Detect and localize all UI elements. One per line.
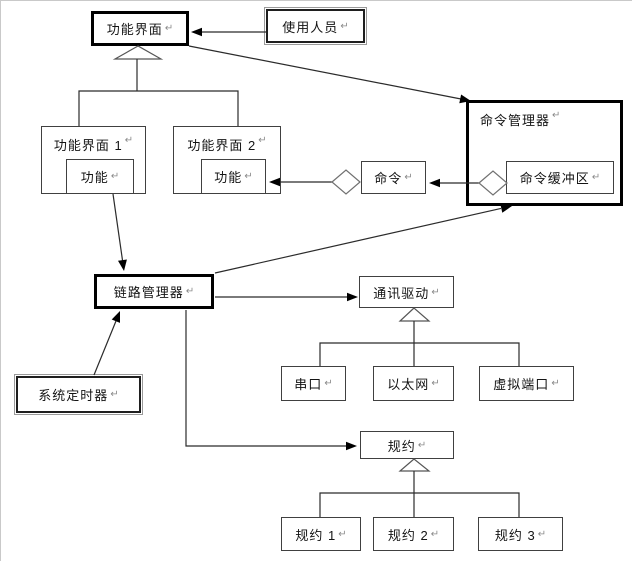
- node-link-manager: 链路管理器↵: [94, 274, 214, 309]
- node-label: 命令: [374, 171, 403, 186]
- node-label: 使用人员: [282, 19, 339, 35]
- return-mark-icon: ↵: [552, 110, 561, 121]
- return-mark-icon: ↵: [164, 23, 174, 34]
- node-label: 规约 1: [295, 527, 337, 543]
- node-protocol-2: 规约 2↵: [373, 517, 454, 551]
- arrowhead-icon: [111, 311, 120, 323]
- node-label: 功能: [80, 170, 109, 185]
- node-label: 功能界面 1: [53, 138, 123, 153]
- node-label: 规约 2: [387, 527, 429, 543]
- edge-link-manager-to-command-manager: [214, 204, 512, 274]
- node-protocol: 规约↵: [360, 431, 454, 459]
- node-serial-port: 串口↵: [281, 366, 346, 401]
- generalization-triangle-icon: [112, 45, 164, 60]
- edge-protocol-generalization: [319, 458, 520, 517]
- node-func-interface: 功能界面↵: [91, 11, 189, 46]
- node-label: 规约 3: [494, 527, 536, 543]
- return-mark-icon: ↵: [338, 528, 347, 540]
- edge-user-to-func-interface: [191, 27, 266, 37]
- node-ethernet: 以太网↵: [373, 366, 454, 401]
- return-mark-icon: ↵: [110, 171, 120, 182]
- node-protocol-3: 规约 3↵: [478, 517, 563, 551]
- return-mark-icon: ↵: [324, 378, 333, 389]
- node-label: 以太网: [387, 377, 430, 392]
- arrowhead-icon: [118, 259, 127, 271]
- node-label: 命令管理器: [480, 113, 551, 128]
- return-mark-icon: ↵: [124, 135, 134, 146]
- return-mark-icon: ↵: [430, 528, 440, 540]
- return-mark-icon: ↵: [244, 171, 253, 182]
- node-label: 功能界面: [106, 22, 163, 37]
- generalization-triangle-icon: [398, 458, 431, 472]
- return-mark-icon: ↵: [340, 20, 349, 32]
- edge-comm-driver-generalization: [319, 307, 520, 366]
- return-mark-icon: ↵: [404, 172, 413, 183]
- arrowhead-icon: [347, 292, 358, 302]
- return-mark-icon: ↵: [551, 378, 560, 389]
- node-func-2: 功能↵: [201, 159, 266, 194]
- node-func-1: 功能↵: [66, 159, 134, 194]
- return-mark-icon: ↵: [417, 439, 427, 451]
- return-mark-icon: ↵: [258, 135, 267, 146]
- arrowhead-icon: [191, 27, 202, 37]
- return-mark-icon: ↵: [431, 378, 440, 389]
- node-protocol-1: 规约 1↵: [281, 517, 361, 551]
- node-label: 通讯驱动: [373, 285, 430, 301]
- aggregation-diamond-icon: [331, 169, 361, 195]
- node-label: 链路管理器: [113, 285, 184, 300]
- return-mark-icon: ↵: [537, 528, 547, 540]
- node-command-buffer: 命令缓冲区↵: [506, 161, 614, 194]
- node-label: 系统定时器: [38, 388, 109, 403]
- node-user: 使用人员↵: [264, 7, 367, 45]
- return-mark-icon: ↵: [591, 172, 601, 183]
- edge-func-interface-generalization: [78, 45, 239, 126]
- return-mark-icon: ↵: [431, 286, 440, 298]
- return-mark-icon: ↵: [185, 286, 195, 297]
- node-virtual-port: 虚拟端口↵: [479, 366, 574, 401]
- node-label: 功能界面 2: [187, 138, 257, 153]
- node-label: 功能: [214, 170, 243, 185]
- arrowhead-icon: [429, 178, 440, 188]
- generalization-triangle-icon: [398, 307, 431, 322]
- node-command: 命令↵: [361, 161, 426, 194]
- edge-func-interface-to-command-manager: [188, 45, 471, 104]
- node-comm-driver: 通讯驱动↵: [359, 276, 454, 308]
- node-system-timer: 系统定时器↵: [14, 374, 143, 415]
- node-label: 规约: [387, 438, 416, 454]
- edge-link-manager-to-comm-driver: [215, 292, 358, 302]
- edge-command-aggregates-func2: [269, 169, 361, 195]
- node-label: 虚拟端口: [493, 377, 550, 392]
- node-label: 串口: [294, 377, 323, 392]
- edge-func1-to-link-manager: [112, 193, 127, 271]
- return-mark-icon: ↵: [110, 389, 119, 400]
- node-label: 命令缓冲区: [519, 171, 590, 186]
- edge-system-timer-to-link-manager: [93, 311, 120, 376]
- arrowhead-icon: [346, 441, 357, 451]
